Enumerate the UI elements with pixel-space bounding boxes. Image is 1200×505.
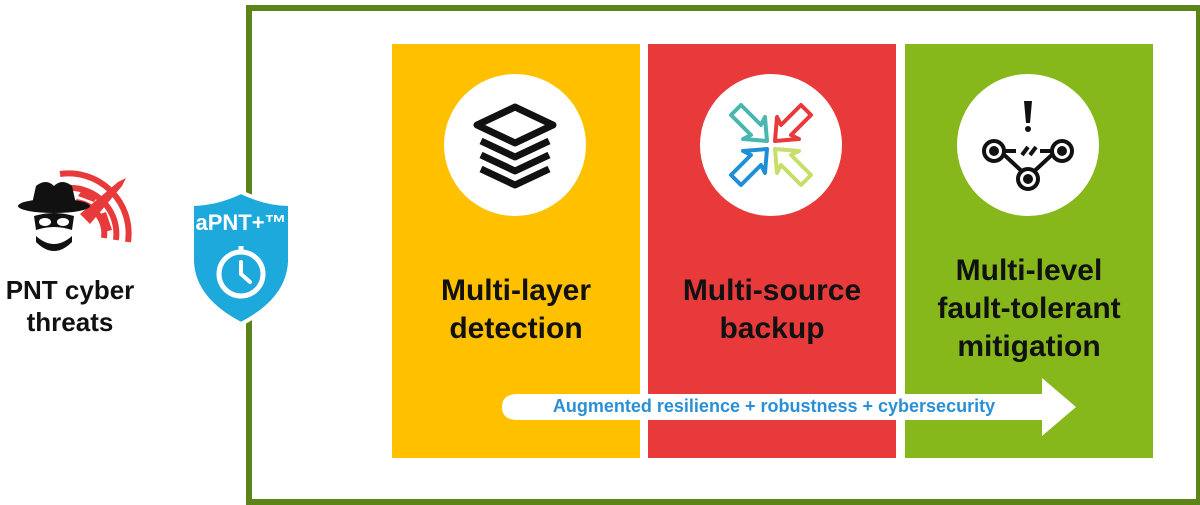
threat-label-line1: PNT cyber xyxy=(5,275,135,305)
column-title-line1: Multi-source xyxy=(682,274,862,307)
layers-icon xyxy=(473,103,557,189)
column-title: Multi-layer detection xyxy=(392,272,640,348)
fault-network-icon xyxy=(982,101,1074,191)
column-title-line3: mitigation xyxy=(957,330,1101,363)
icon-circle xyxy=(957,74,1099,216)
column-title: Multi-level fault-tolerant mitigation xyxy=(905,252,1153,366)
column-title-line1: Multi-level xyxy=(955,254,1103,287)
clock-icon xyxy=(216,246,266,299)
shield-icon xyxy=(190,189,292,327)
shield-label: aPNT+™ xyxy=(195,210,287,235)
column-title-line2: detection xyxy=(449,312,583,345)
column-title-line1: Multi-layer xyxy=(440,274,592,307)
column-mitigation: Multi-level fault-tolerant mitigation xyxy=(905,44,1153,458)
column-backup: Multi-source backup xyxy=(648,44,896,458)
threat-label: PNT cyber threats xyxy=(0,274,140,338)
converging-arrows-icon xyxy=(729,103,813,187)
column-title: Multi-source backup xyxy=(648,272,896,348)
arrow-label: Augmented resilience + robustness + cybe… xyxy=(552,396,996,416)
spy-jammer-icon xyxy=(18,170,132,251)
icon-circle xyxy=(700,74,842,216)
threat-label-line2: threats xyxy=(26,307,114,337)
apnt-shield: aPNT+™ xyxy=(186,188,296,328)
column-title-line2: fault-tolerant xyxy=(937,292,1121,325)
icon-circle xyxy=(444,74,586,216)
column-title-line2: backup xyxy=(719,312,825,345)
progress-arrow-icon xyxy=(502,378,1076,436)
column-detection: Multi-layer detection xyxy=(392,44,640,458)
